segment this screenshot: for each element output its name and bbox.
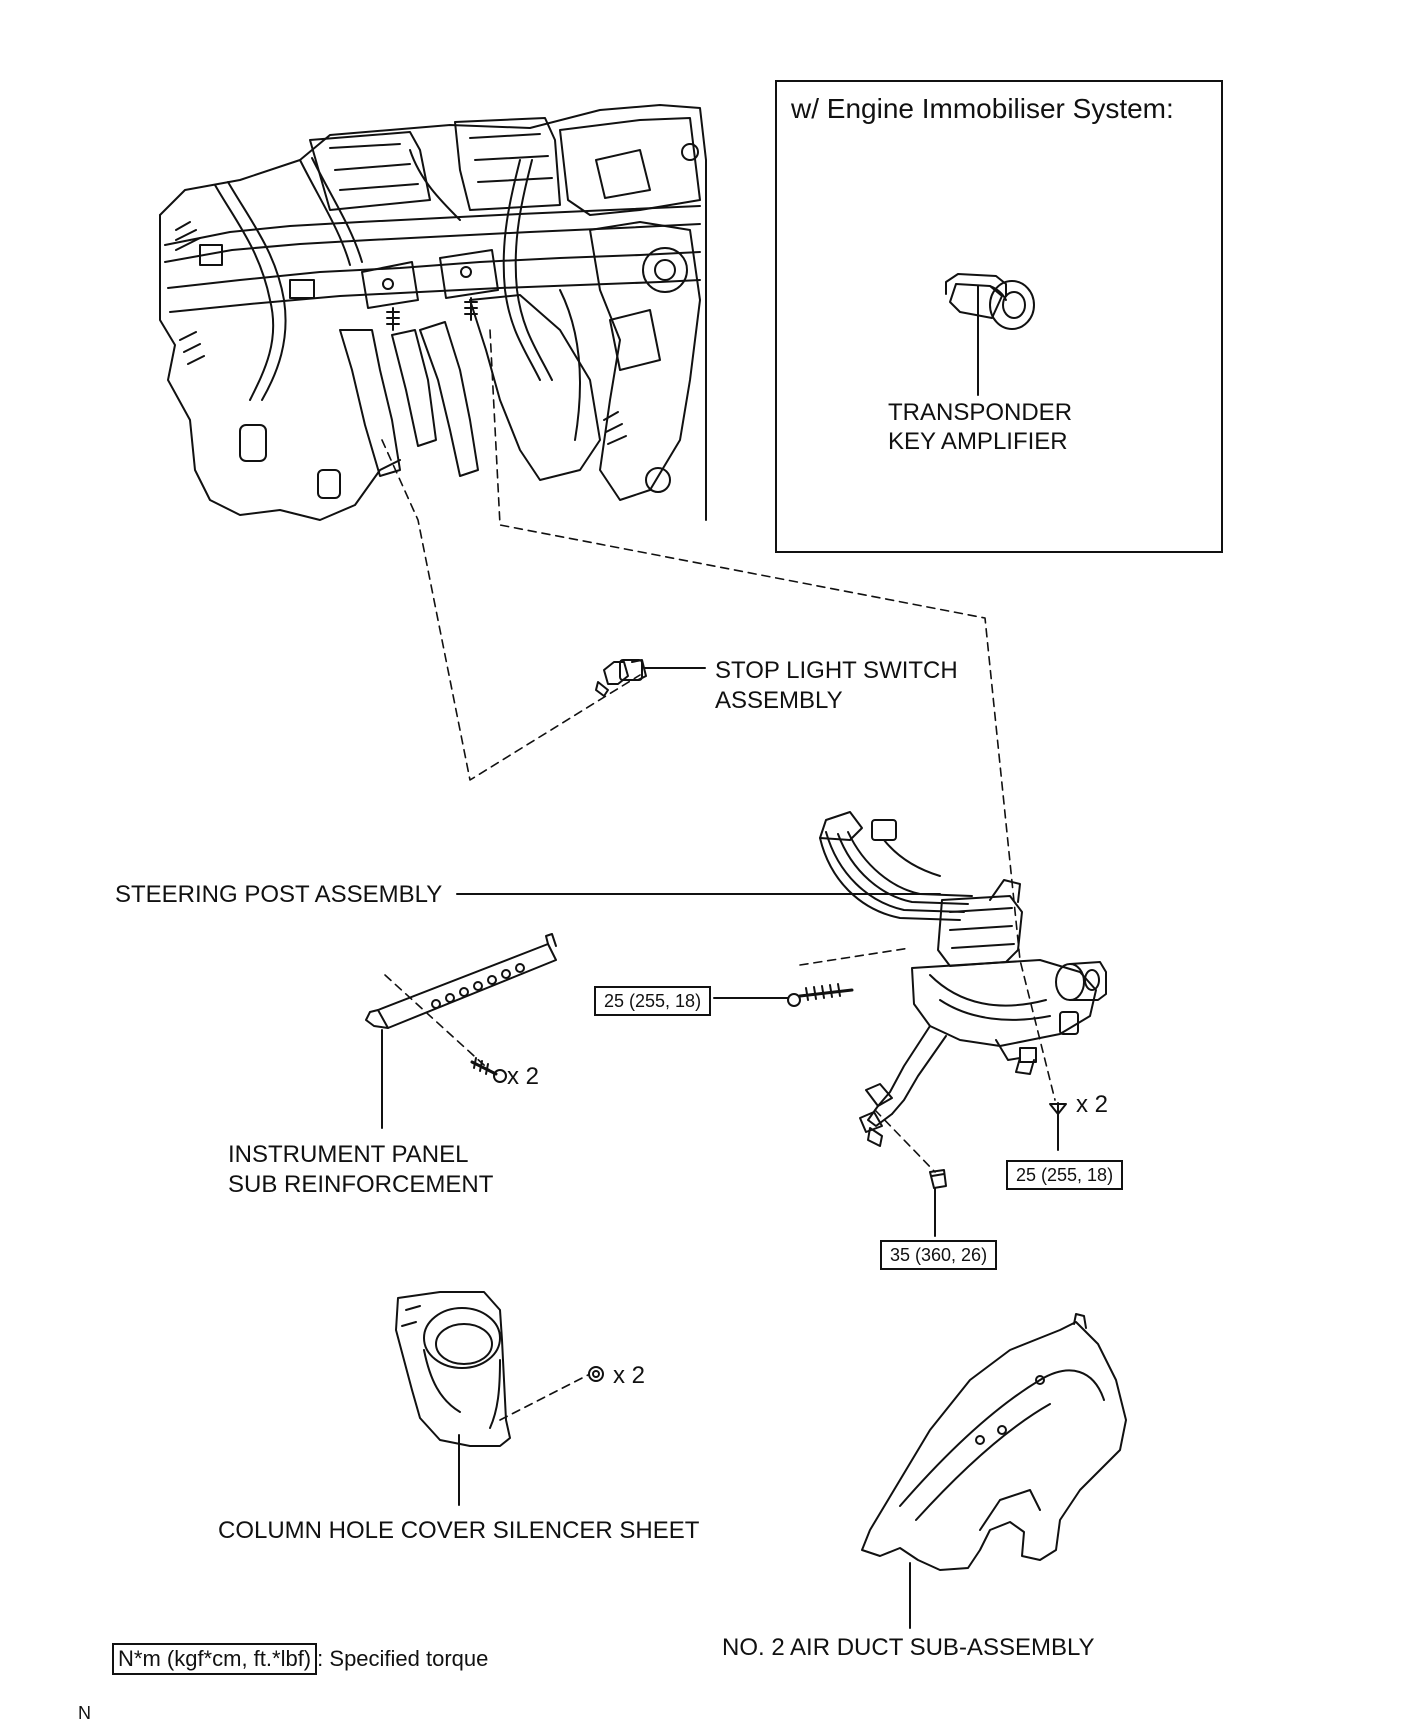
legend-unit-box: N*m (kgf*cm, ft.*lbf) xyxy=(112,1643,318,1675)
column-hole-cover-silencer-drawing xyxy=(395,1291,511,1447)
silencer-nut xyxy=(588,1366,604,1382)
reinforcement-bolt xyxy=(470,1057,507,1083)
instrument-panel-label-line2: SUB REINFORCEMENT xyxy=(228,1171,494,1198)
column-hole-cover-label: COLUMN HOLE COVER SILENCER SHEET xyxy=(218,1517,700,1544)
no2-air-duct-drawing xyxy=(861,1313,1127,1571)
engine-immobiliser-inset: w/ Engine Immobiliser System: xyxy=(775,80,1223,553)
silencer-nut-qty: x 2 xyxy=(613,1362,646,1389)
steering-post-assembly-drawing xyxy=(787,811,1107,1147)
air-duct-label: NO. 2 AIR DUCT SUB-ASSEMBLY xyxy=(722,1634,1095,1661)
column-bolt-pair xyxy=(1049,1103,1067,1115)
stop-light-switch-label-line1: STOP LIGHT SWITCH xyxy=(715,657,958,684)
transponder-label-line1: TRANSPONDER xyxy=(888,399,1073,426)
inset-title: w/ Engine Immobiliser System: xyxy=(791,93,1174,124)
stop-light-switch-label-line2: ASSEMBLY xyxy=(715,687,843,714)
reinforcement-bolt-qty: x 2 xyxy=(507,1063,540,1090)
torque-shaft-bolt: 35 (360, 26) xyxy=(880,1240,998,1270)
steering-post-label: STEERING POST ASSEMBLY xyxy=(115,881,443,908)
leader-lines-solid xyxy=(381,285,1059,1629)
stop-light-switch-drawing xyxy=(595,659,647,697)
torque-legend: N*m (kgf*cm, ft.*lbf): Specified torque xyxy=(112,1643,488,1675)
legend-separator: : xyxy=(317,1646,324,1671)
instrument-panel-label-line1: INSTRUMENT PANEL xyxy=(228,1141,469,1168)
corner-mark: N xyxy=(78,1703,91,1723)
legend-description: Specified torque xyxy=(329,1646,489,1671)
column-bolt-qty: x 2 xyxy=(1076,1091,1109,1118)
transponder-label-line2: KEY AMPLIFIER xyxy=(888,428,1068,455)
torque-steering-bolt-right: 25 (255, 18) xyxy=(1006,1160,1124,1190)
dashboard-structure-drawing xyxy=(159,104,707,521)
torque-steering-bolt-left: 25 (255, 18) xyxy=(594,986,712,1016)
shaft-bolt xyxy=(929,1169,947,1189)
instrument-panel-reinforcement-drawing xyxy=(365,933,557,1029)
transponder-key-amplifier-drawing xyxy=(945,273,1035,330)
